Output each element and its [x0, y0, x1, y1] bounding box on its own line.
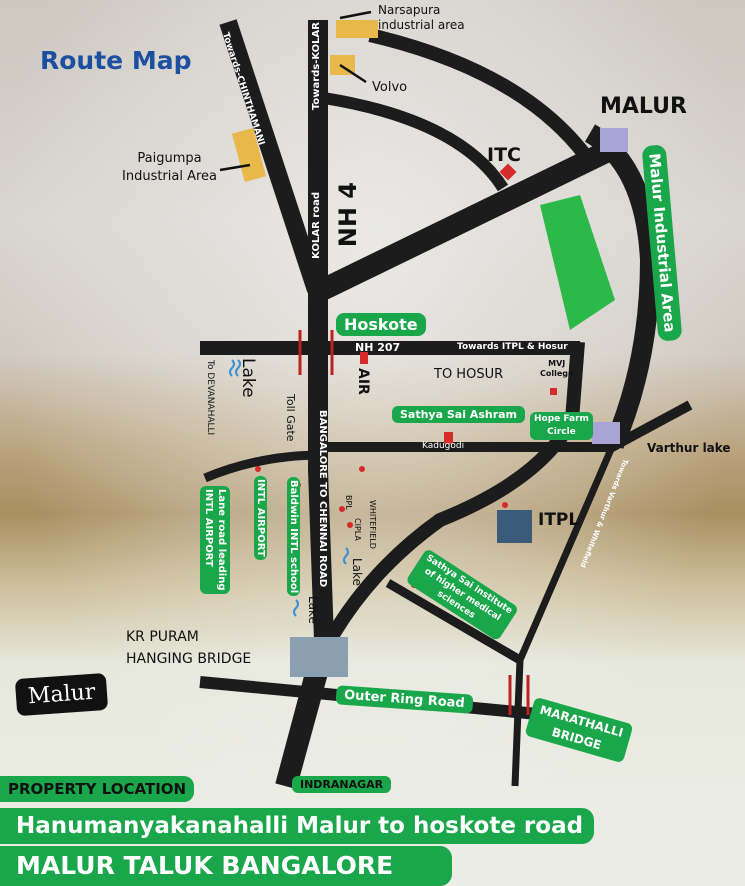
- label-baldwin-school: Baldwin INTL school: [287, 477, 300, 597]
- itc-marker: [499, 163, 517, 181]
- label-nh4: NH 4: [334, 182, 362, 248]
- road-devanahalli: [203, 450, 323, 483]
- marker: [347, 522, 353, 528]
- arrow-icon: [339, 63, 367, 84]
- label-hoskote: Hoskote: [336, 313, 426, 336]
- label-itpl: ITPL: [538, 510, 580, 530]
- road-arc-narsapura: [368, 28, 591, 160]
- malur-box: [600, 128, 628, 152]
- label-towards-itpl-hosur: Towards ITPL & Hosur: [457, 342, 568, 352]
- label-toll-gate: Toll Gate: [284, 394, 297, 442]
- label-bpl: BPL: [344, 495, 353, 510]
- label-volvo: Volvo: [372, 80, 408, 95]
- lake-icon: [229, 359, 241, 377]
- label-to-hosur: TO HOSUR: [434, 367, 504, 382]
- label-to-devanahalli: To DEVANAHALLI: [205, 360, 215, 436]
- label-malur: MALUR: [600, 94, 687, 119]
- narsapura-sign: [336, 20, 378, 38]
- marker: [359, 466, 365, 472]
- arrow-icon: [339, 10, 372, 20]
- mvj-marker: [550, 388, 557, 395]
- road-sathya-sai-institute: [385, 579, 523, 664]
- label-lake-2: Lake: [350, 558, 364, 586]
- itpl-building-icon: [497, 510, 532, 543]
- road-chinthamani: [219, 19, 325, 293]
- label-kolar-road: KOLAR road: [311, 192, 322, 259]
- label-intl-airport: INTL AIRPORT: [254, 476, 267, 560]
- air-marker: [360, 352, 368, 364]
- label-air: AIR: [355, 368, 371, 395]
- label-towards-kolar: Towards-KOLAR: [311, 22, 322, 111]
- bridge-image: [290, 637, 348, 677]
- label-paigumpa: Paigumpa Industrial Area: [122, 151, 218, 184]
- road-arc-volvo: [323, 92, 509, 192]
- toll-gate-bar: [298, 330, 334, 375]
- road-nh4-diagonal: [313, 140, 615, 302]
- label-varthur-lake: Varthur lake: [647, 441, 731, 455]
- label-cipla: CIPLA: [353, 518, 362, 541]
- property-location-label: PROPERTY LOCATION: [0, 776, 195, 802]
- marker: [255, 466, 261, 472]
- label-lake-3: Lake: [306, 596, 320, 624]
- malur-tag: Malur: [14, 672, 109, 717]
- property-address-line1: Hanumanyakanahalli Malur to hoskote road: [0, 808, 594, 844]
- marathalli-bridge-bar: [508, 675, 530, 715]
- label-kadugodi: Kadugodi: [422, 441, 465, 451]
- label-sathya-sai-ashram: Sathya Sai Ashram: [392, 406, 526, 423]
- arrow-icon: [219, 163, 251, 172]
- label-nh207: NH 207: [355, 341, 401, 354]
- label-kr-puram-bridge: KR PURAM HANGING BRIDGE: [126, 629, 252, 667]
- label-lane-road-airport: Lane road leading INTL AIRPORT: [200, 486, 230, 594]
- property-address-line2: MALUR TALUK BANGALORE: [0, 846, 452, 886]
- page-title: Route Map: [40, 46, 192, 75]
- label-whitefield: WHITEFIELD: [368, 500, 377, 549]
- label-mvj-college: MVJ College: [540, 359, 574, 378]
- label-narsapura: Narsapura industrial area: [378, 3, 465, 32]
- paigumpa-sign: [231, 128, 267, 182]
- label-bangalore-chennai-road: BANGALORE TO CHENNAI ROAD: [317, 410, 328, 588]
- label-lake: Lake: [238, 358, 258, 398]
- label-indranagar: INDRANAGAR: [292, 776, 392, 793]
- marker: [339, 506, 345, 512]
- hope-farm-box: [592, 422, 620, 444]
- label-itc: ITC: [487, 144, 521, 166]
- plot-layout: [540, 195, 615, 330]
- lake-icon: [343, 547, 349, 565]
- kadugodi-marker: [444, 432, 453, 444]
- label-hope-farm-circle: Hope Farm Circle: [530, 412, 593, 440]
- lake-icon: [293, 599, 299, 617]
- road-malur: [584, 124, 661, 449]
- marker: [502, 502, 508, 508]
